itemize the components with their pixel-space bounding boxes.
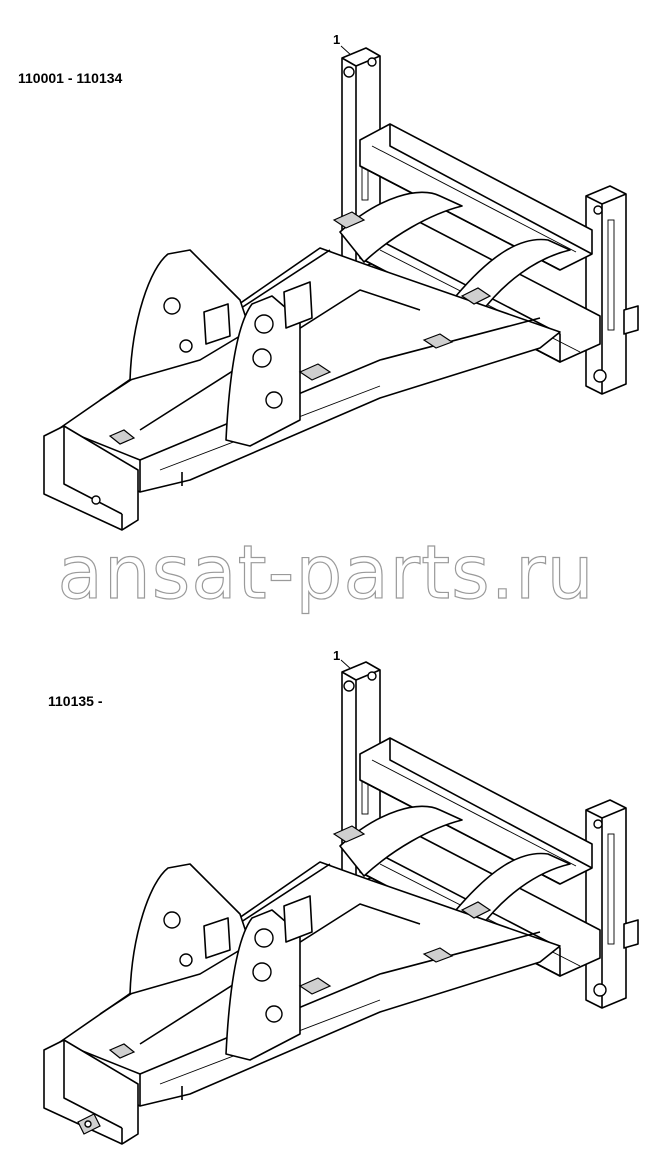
callout-number: 1 xyxy=(333,648,341,663)
chassis-frame-illustration xyxy=(43,659,639,1145)
callout-number: 1 xyxy=(333,32,341,47)
watermark-text: ansat-parts.ru xyxy=(57,529,595,616)
chassis-frame-illustration xyxy=(43,45,639,531)
serial-range-label: 110001 - 110134 xyxy=(18,70,123,86)
chassis-frame-drawing xyxy=(43,659,639,1145)
serial-range-label: 110135 - xyxy=(48,693,103,709)
chassis-frame-drawing xyxy=(43,45,639,531)
